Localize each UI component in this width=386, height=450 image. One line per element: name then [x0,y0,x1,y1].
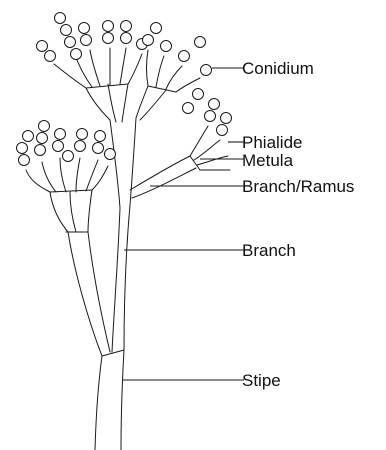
label-stipe: Stipe [242,371,281,390]
right-lateral-cluster [130,126,230,198]
left-cluster [26,158,108,232]
stipe-structure [95,350,124,450]
branch-structures [68,118,136,356]
label-branch-ramus: Branch/Ramus [242,177,354,196]
label-conidium: Conidium [242,59,314,78]
label-phialide: Phialide [242,133,303,152]
labels: Conidium Phialide Metula Branch/Ramus Br… [242,59,354,390]
label-metula: Metula [242,151,294,170]
conidia-spores [17,13,232,166]
upper-left-cluster [54,48,142,122]
label-branch: Branch [242,241,296,260]
